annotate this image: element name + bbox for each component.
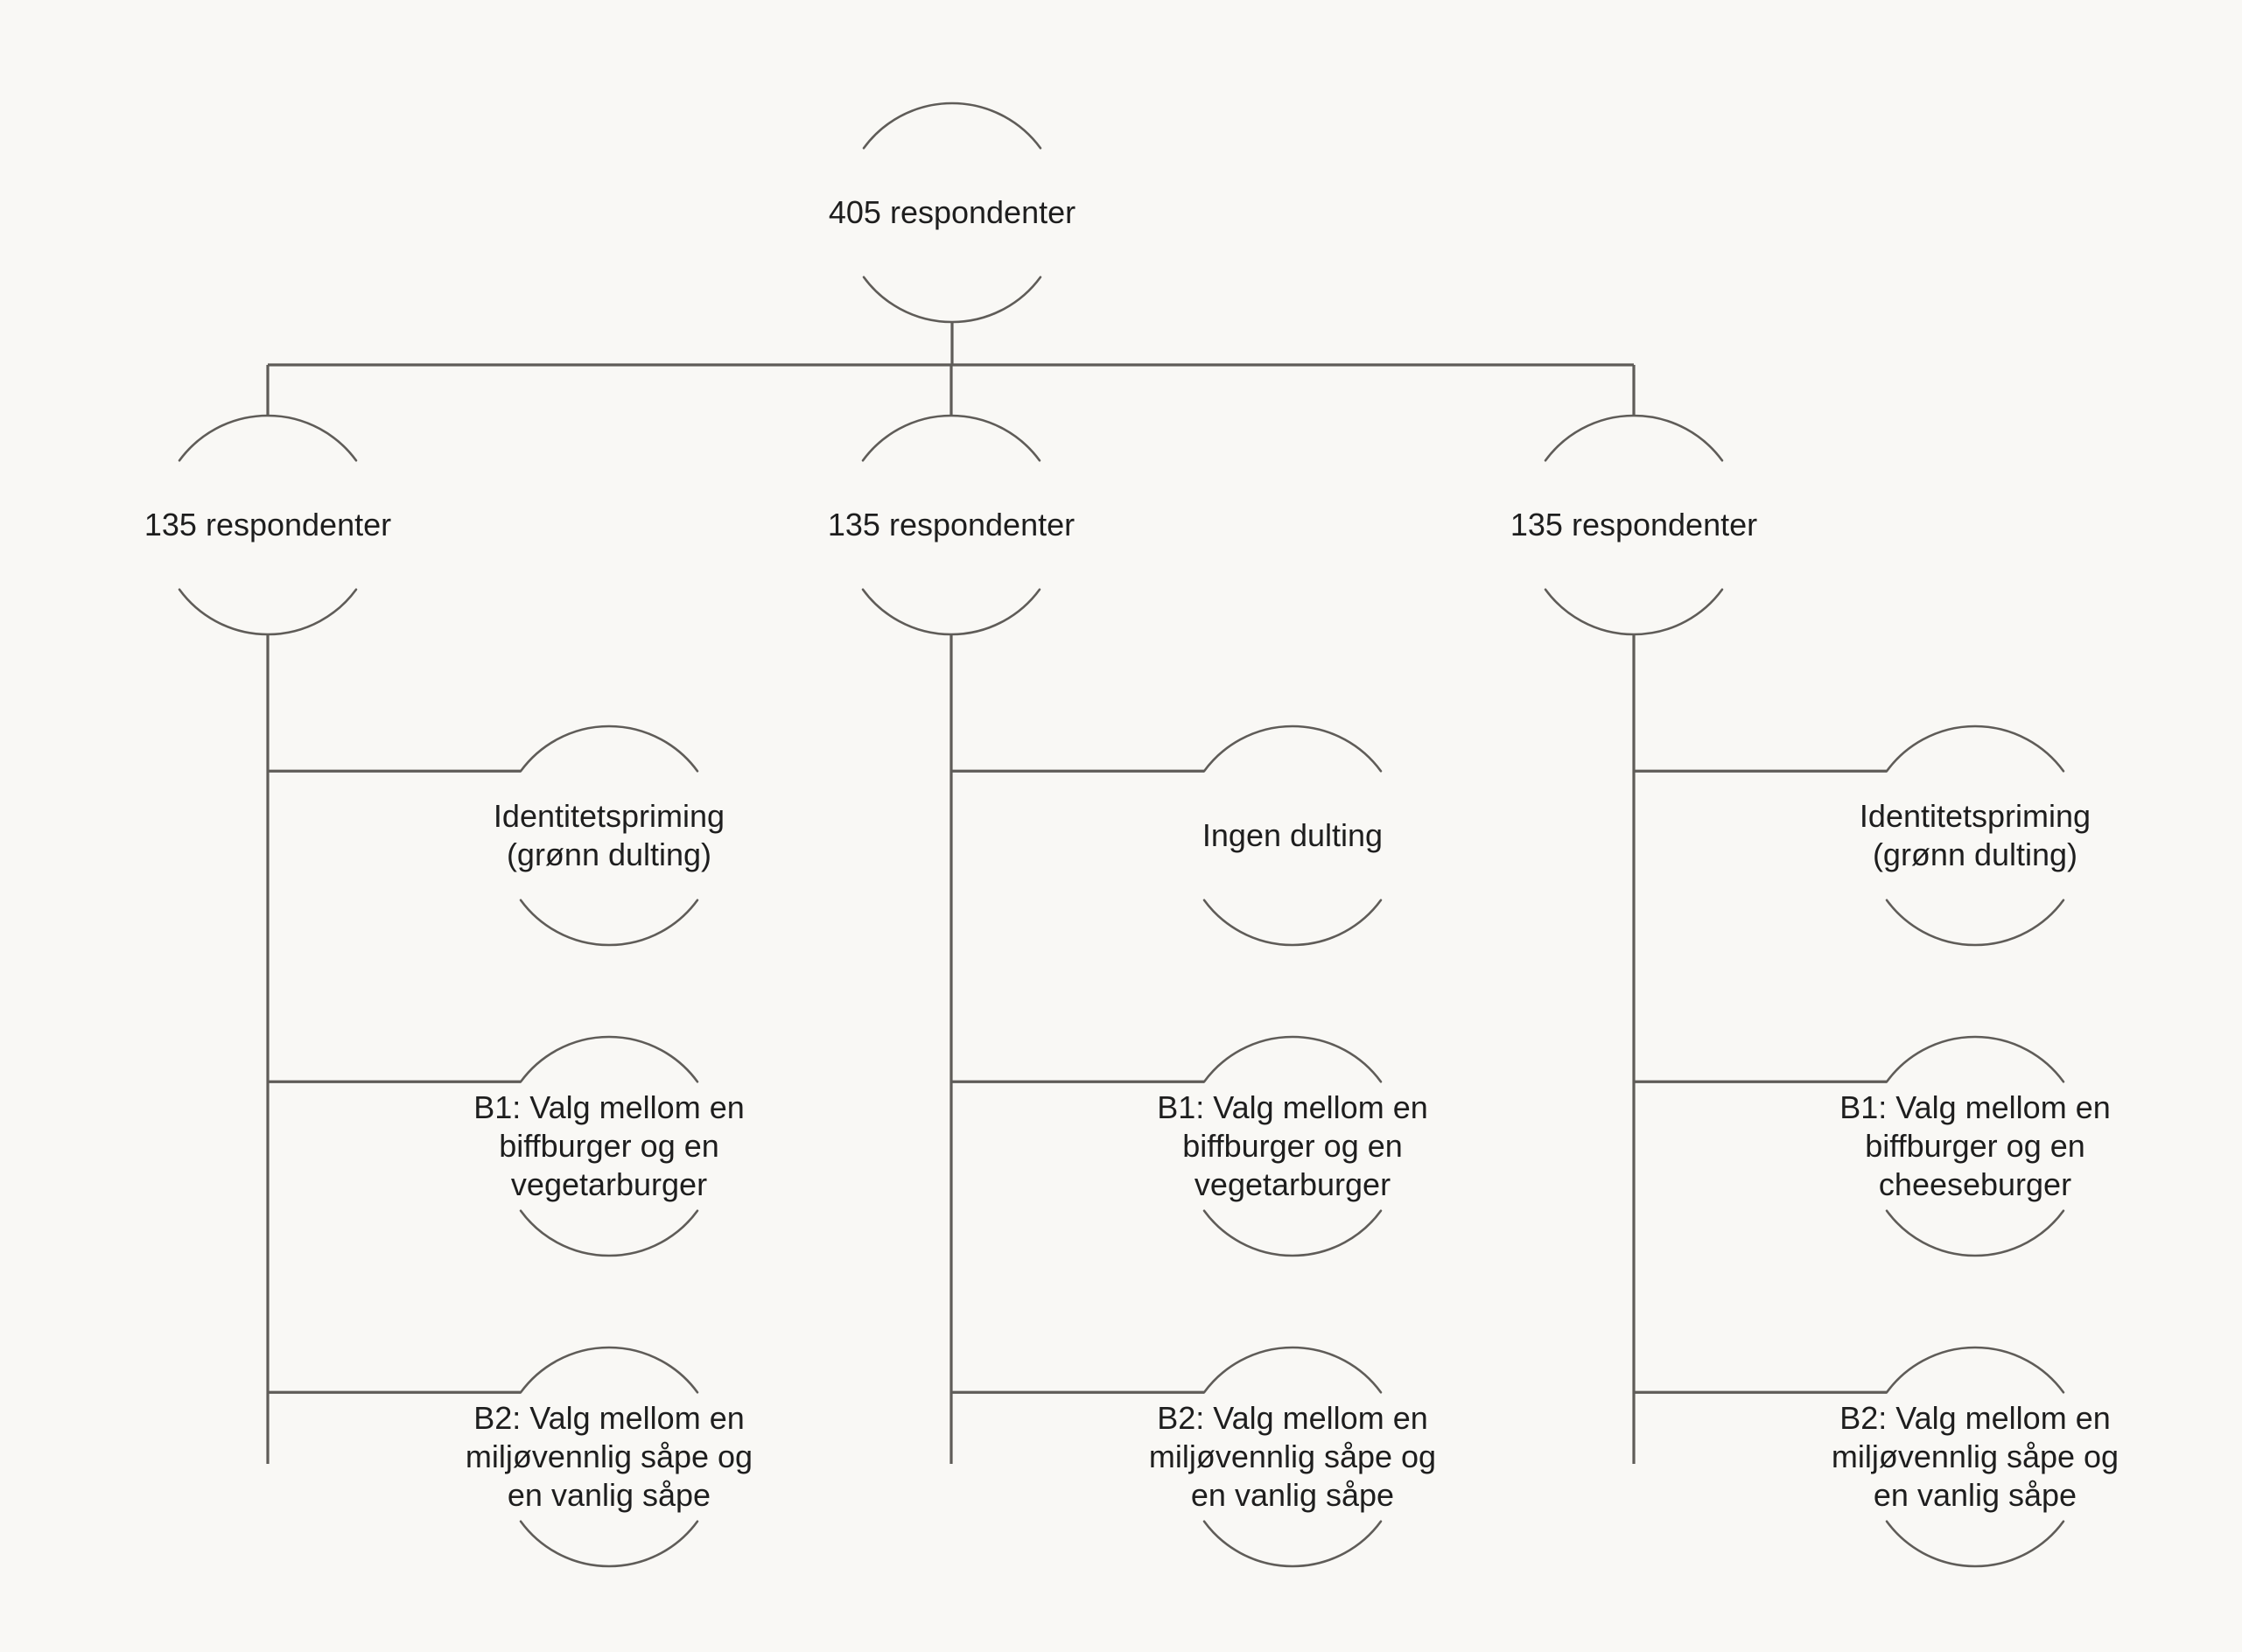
group-1-child-2-label-line: vegetarburger [511,1166,707,1202]
group-3-child-3-node-top-arc [1885,1346,2065,1394]
group-1-node-bottom-arc [178,588,358,636]
group-1-label: 135 respondenter [144,507,391,542]
group-2-child-3-node-top-arc [1202,1346,1383,1394]
group-3-child-1-node: Identitetspriming(grønn dulting) [1860,724,2091,947]
group-3-child-2-label-line: B1: Valg mellom en [1839,1089,2110,1125]
group-1-child-1-label-line: (grønn dulting) [507,836,711,872]
group-1-child-1-label: Identitetspriming(grønn dulting) [494,798,725,872]
group-3-child-2-label-line: biffburger og en [1865,1128,2085,1164]
group-2-child-1-label-line: Ingen dulting [1202,817,1383,853]
group-1-child-2-node-bottom-arc [519,1209,699,1257]
group-3-child-3-label-line: miljøvennlig såpe og [1832,1438,2119,1474]
group-1-child-3-label-line: en vanlig såpe [508,1477,711,1513]
group-3-child-3-label-line: en vanlig såpe [1874,1477,2077,1513]
group-2-child-1-node-top-arc [1202,724,1383,773]
group-3-child-1-label: Identitetspriming(grønn dulting) [1860,798,2091,872]
group-1-child-2-node-top-arc [519,1035,699,1083]
root-node-bottom-arc [862,276,1042,324]
group-2-child-1-node-bottom-arc [1202,899,1383,947]
group-3-child-1-node-bottom-arc [1885,899,2065,947]
group-1-node-top-arc [178,414,358,462]
group-3-child-1-node-top-arc [1885,724,2065,773]
group-2-child-2-node-top-arc [1202,1035,1383,1083]
group-1-child-1-node-top-arc [519,724,699,773]
group-1-child-2-label-line: B1: Valg mellom en [473,1089,744,1125]
group-2-child-3-label-line: en vanlig såpe [1191,1477,1394,1513]
group-2-child-2-label-line: vegetarburger [1195,1166,1391,1202]
group-3-child-1-label-line: (grønn dulting) [1873,836,2077,872]
group-3-child-3-label-line: B2: Valg mellom en [1839,1400,2110,1436]
group-3-child-2-node-bottom-arc [1885,1209,2065,1257]
group-3-child-3-node-bottom-arc [1885,1520,2065,1568]
group-3-node-bottom-arc [1544,588,1724,636]
root-node-top-arc [862,102,1042,150]
group-1-child-3-label-line: B2: Valg mellom en [473,1400,744,1436]
group-1-child-3-node-bottom-arc [519,1520,699,1568]
group-2-node-top-arc [861,414,1041,462]
group-1-node: 135 respondenter [144,414,391,636]
group-2-node-bottom-arc [861,588,1041,636]
group-2-child-2-node-bottom-arc [1202,1209,1383,1257]
group-2-child-1-node: Ingen dulting [1202,724,1383,947]
group-1-child-1-label-line: Identitetspriming [494,798,725,834]
group-3-child-1-label-line: Identitetspriming [1860,798,2091,834]
root-label: 405 respondenter [829,194,1075,230]
group-3-label: 135 respondenter [1510,507,1757,542]
group-3-node-top-arc [1544,414,1724,462]
group-1-child-2-label-line: biffburger og en [499,1128,719,1164]
root-node: 405 respondenter [829,102,1075,324]
group-2-child-2-label-line: B1: Valg mellom en [1157,1089,1427,1125]
group-2-child-2-label-line: biffburger og en [1182,1128,1403,1164]
group-2-child-3-label-line: miljøvennlig såpe og [1149,1438,1436,1474]
group-2-child-3-node-bottom-arc [1202,1520,1383,1568]
group-2-node: 135 respondenter [828,414,1075,636]
group-3-child-2-label-line: cheeseburger [1879,1166,2071,1202]
group-2-label: 135 respondenter [828,507,1075,542]
group-2-child-1-label: Ingen dulting [1202,817,1383,853]
group-1-child-3-label-line: miljøvennlig såpe og [466,1438,753,1474]
group-1-child-1-node-bottom-arc [519,899,699,947]
group-3-child-2-node-top-arc [1885,1035,2065,1083]
group-2-child-3-label-line: B2: Valg mellom en [1157,1400,1427,1436]
group-1-child-3-node-top-arc [519,1346,699,1394]
group-3-node: 135 respondenter [1510,414,1757,636]
group-1-child-1-node: Identitetspriming(grønn dulting) [494,724,725,947]
